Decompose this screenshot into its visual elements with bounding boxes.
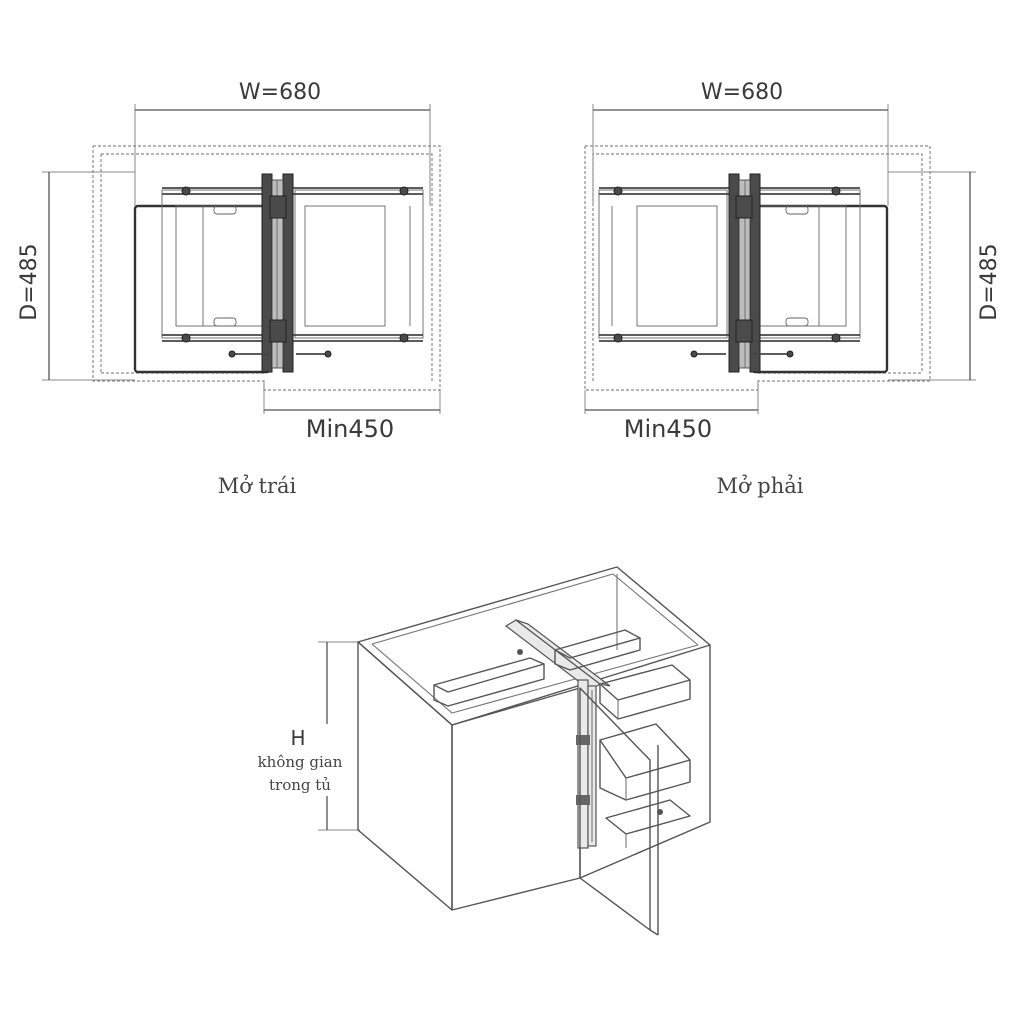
left-basket-inner <box>294 189 424 339</box>
left-caption: Mở trái <box>218 474 297 498</box>
left-width-dimension: W=680 <box>134 80 431 206</box>
right-depth-label: D=485 <box>977 243 1002 320</box>
right-pivot-mechanism <box>728 173 761 373</box>
right-depth-dimension: D=485 <box>888 171 1002 381</box>
left-plan-view: W=680 D=485 Min450 <box>17 80 441 498</box>
height-label-backdrop <box>250 724 350 796</box>
right-handle <box>690 350 794 358</box>
right-min-label: Min450 <box>624 415 712 443</box>
right-plan-view: W=680 D=485 Min450 <box>584 80 1002 498</box>
left-pivot-mechanism <box>261 173 294 373</box>
right-basket-inner <box>598 189 728 339</box>
left-min-dimension: Min450 <box>263 381 441 443</box>
iso-front-basket-top <box>599 664 691 720</box>
height-note-line1: không gian <box>258 753 343 771</box>
iso-door <box>579 687 659 936</box>
iso-bottom-rail <box>605 799 691 848</box>
left-depth-dimension: D=485 <box>17 171 135 381</box>
iso-front-basket-bottom <box>599 723 691 801</box>
right-caption: Mở phải <box>716 474 803 498</box>
left-width-label: W=680 <box>239 80 321 105</box>
isometric-view: H không gian trong tủ <box>250 566 711 936</box>
right-basket-outer <box>750 189 889 374</box>
right-width-label: W=680 <box>701 80 783 105</box>
left-handle <box>228 350 332 358</box>
height-note-line2: trong tủ <box>269 776 331 794</box>
right-width-dimension: W=680 <box>592 80 889 206</box>
left-min-label: Min450 <box>306 415 394 443</box>
left-depth-label: D=485 <box>17 243 42 320</box>
iso-back-basket <box>433 629 641 707</box>
height-dimension: H không gian trong tủ <box>250 641 360 831</box>
left-basket-outer <box>133 189 272 374</box>
height-label: H <box>290 726 305 750</box>
iso-cabinet <box>357 566 711 911</box>
right-min-dimension: Min450 <box>584 381 759 443</box>
iso-upper-rail <box>504 619 611 691</box>
iso-vertical-mechanism <box>576 679 607 849</box>
